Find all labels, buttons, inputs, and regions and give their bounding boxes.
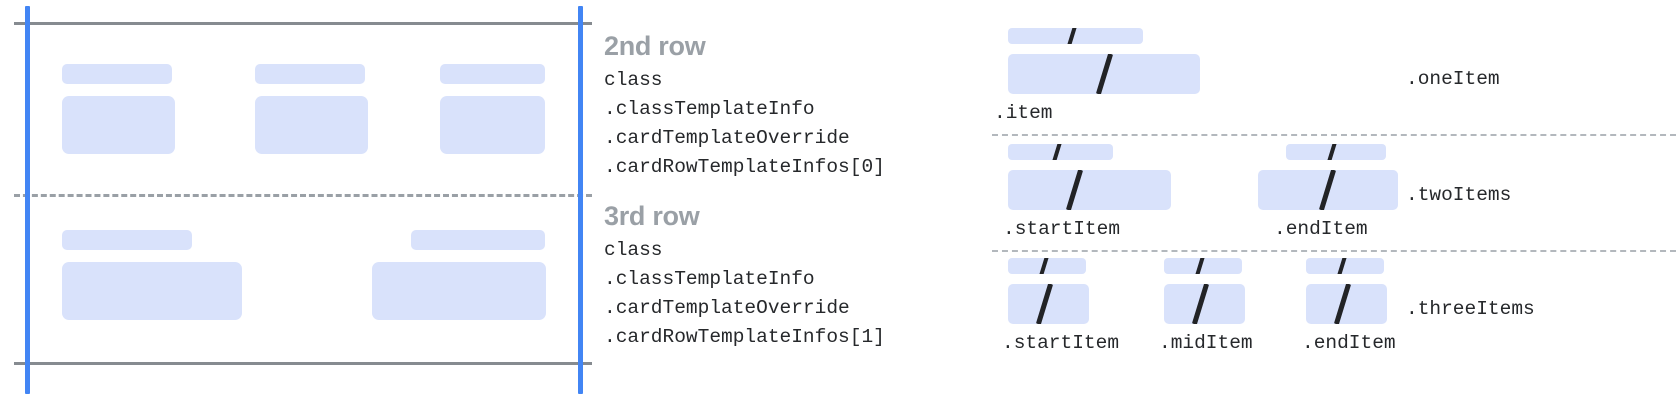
three-items-start-column: .startItem (1002, 258, 1119, 354)
three-items-mid-label-placeholder (1164, 258, 1242, 274)
row3-column-1 (62, 230, 242, 320)
row2-column-1 (62, 64, 175, 154)
slash-icon (1065, 170, 1084, 210)
two-items-start-caption: .startItem (1003, 218, 1121, 240)
row2-col3-value-placeholder (440, 96, 545, 154)
slash-icon (1095, 54, 1114, 94)
row-annotations: 2nd row class .classTemplateInfo .cardTe… (604, 0, 984, 412)
one-item-variant-label: .oneItem (1406, 68, 1500, 90)
row2-class-path: class .classTemplateInfo .cardTemplateOv… (604, 69, 885, 178)
two-items-end-value-placeholder (1258, 170, 1398, 210)
one-item-value-placeholder (1008, 54, 1200, 94)
two-items-start-label-placeholder (1008, 144, 1113, 160)
row2-col1-value-placeholder (62, 96, 175, 154)
row3-col1-value-placeholder (62, 262, 242, 320)
two-items-start-column: .startItem (1003, 144, 1171, 240)
three-items-end-label-placeholder (1306, 258, 1384, 274)
row2-column-3 (440, 64, 545, 154)
card-row-divider-dashed (14, 194, 592, 197)
row2-col2-label-placeholder (255, 64, 365, 84)
card-bottom-edge-rule (14, 362, 592, 365)
one-item-caption: .item (994, 102, 1053, 124)
row-annotation-2nd-row: 2nd row class .classTemplateInfo .cardTe… (604, 30, 885, 182)
card-left-guide-line (25, 6, 30, 394)
row2-col3-label-placeholder (440, 64, 545, 84)
row3-title: 3rd row (604, 201, 700, 231)
row2-col1-label-placeholder (62, 64, 172, 84)
slash-icon (1333, 284, 1352, 324)
item-templates-legend: .item .oneItem .startItem .endItem .twoI… (988, 0, 1676, 412)
slash-icon (1066, 28, 1078, 44)
slash-icon (1191, 284, 1210, 324)
row2-title: 2nd row (604, 31, 706, 61)
two-items-end-column: .endItem (1258, 144, 1398, 240)
three-items-end-caption: .endItem (1302, 332, 1396, 354)
three-items-start-caption: .startItem (1002, 332, 1120, 354)
three-items-start-value-placeholder (1008, 284, 1089, 324)
row3-col2-label-placeholder (411, 230, 545, 250)
one-item-label-placeholder (1008, 28, 1143, 44)
row-annotation-3rd-row: 3rd row class .classTemplateInfo .cardTe… (604, 200, 885, 352)
three-items-mid-value-placeholder (1164, 284, 1245, 324)
three-items-mid-caption: .midItem (1159, 332, 1253, 354)
slash-icon (1336, 258, 1348, 274)
card-right-guide-line (578, 6, 583, 394)
slash-icon (1194, 258, 1206, 274)
row2-column-2 (255, 64, 368, 154)
card-top-edge-rule (14, 22, 592, 25)
three-items-start-label-placeholder (1008, 258, 1086, 274)
two-items-end-label-placeholder (1286, 144, 1386, 160)
row3-col1-label-placeholder (62, 230, 192, 250)
row3-column-2 (372, 230, 546, 320)
slash-icon (1035, 284, 1054, 324)
slash-icon (1318, 170, 1337, 210)
one-item-column: .item (994, 28, 1200, 124)
row2-col2-value-placeholder (255, 96, 368, 154)
three-items-variant-label: .threeItems (1406, 298, 1535, 320)
three-items-end-column: .endItem (1302, 258, 1396, 354)
slash-icon (1051, 144, 1063, 160)
two-items-variant-label: .twoItems (1406, 184, 1512, 206)
row3-col2-value-placeholder (372, 262, 546, 320)
three-items-end-value-placeholder (1306, 284, 1387, 324)
slash-icon (1326, 144, 1338, 160)
slash-icon (1038, 258, 1050, 274)
three-items-mid-column: .midItem (1159, 258, 1253, 354)
variant-separator-1 (992, 134, 1676, 136)
two-items-end-caption: .endItem (1274, 218, 1368, 240)
row3-class-path: class .classTemplateInfo .cardTemplateOv… (604, 239, 885, 348)
two-items-start-value-placeholder (1008, 170, 1171, 210)
card-layout-diagram (0, 0, 600, 412)
variant-separator-2 (992, 250, 1676, 252)
